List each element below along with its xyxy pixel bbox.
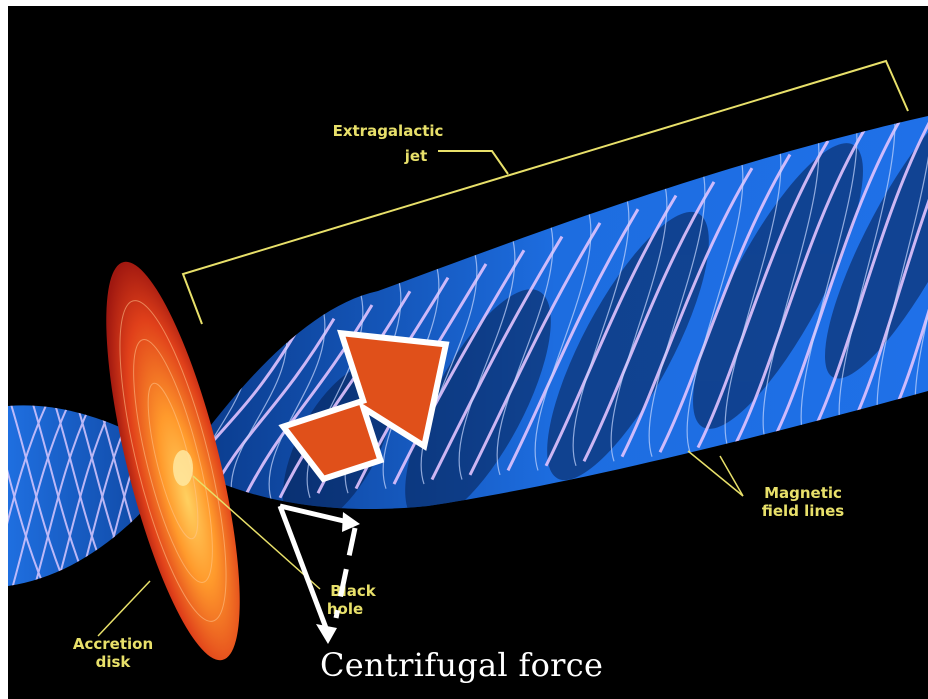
label-jet: jet [404, 147, 428, 165]
label-accretion: Accretion [73, 635, 153, 653]
label-magnetic: Magnetic [764, 484, 842, 502]
jet-diagram-svg: Extragalactic jet Magnetic field lines B… [8, 6, 928, 699]
label-black: Black [330, 582, 377, 600]
jet-illustration: Extragalactic jet Magnetic field lines B… [8, 6, 928, 699]
label-extragalactic: Extragalactic [333, 122, 444, 140]
label-disk: disk [96, 653, 132, 671]
caption-centrifugal-force: Centrifugal force [320, 646, 720, 684]
force-vector-icon [280, 506, 360, 644]
jet-cone [128, 59, 928, 545]
label-field-lines: field lines [762, 502, 845, 520]
label-hole: hole [327, 600, 363, 618]
